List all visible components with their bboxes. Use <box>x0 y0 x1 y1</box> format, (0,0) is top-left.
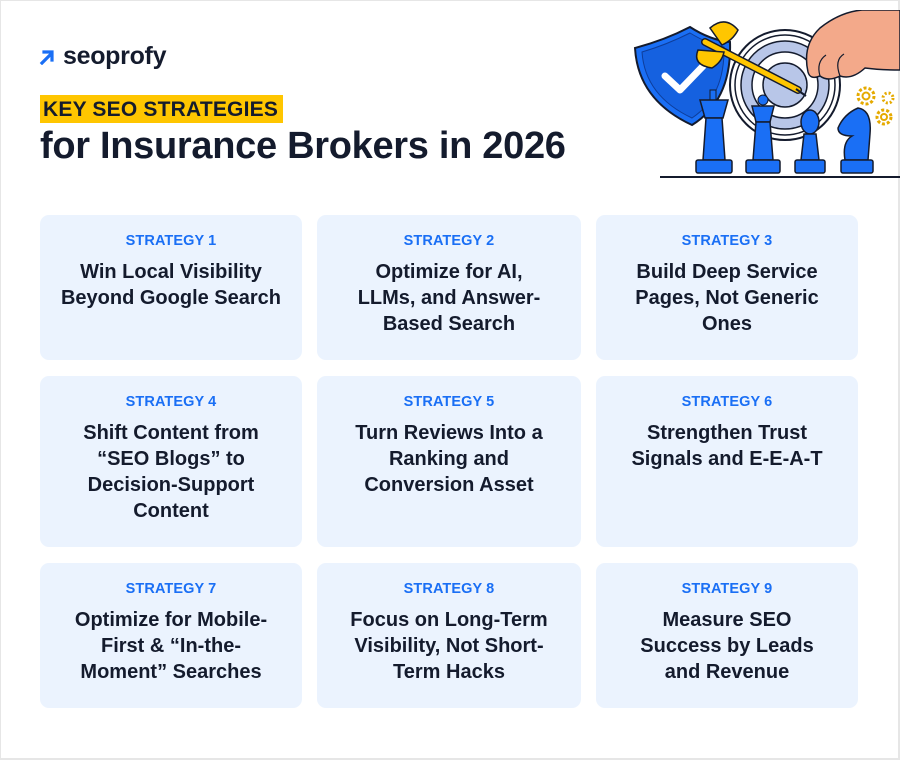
gears-icon <box>856 86 895 126</box>
strategy-title: Strengthen Trust Signals and E-E-A-T <box>631 422 823 470</box>
strategy-label: STRATEGY 7 <box>125 581 217 597</box>
strategy-title: Measure SEO Success by Leads and Revenue <box>640 609 814 683</box>
strategy-card-9: STRATEGY 9 Measure SEO Success by Leads … <box>596 563 858 708</box>
strategy-card-7: STRATEGY 7 Optimize for Mobile-First & “… <box>40 563 302 708</box>
strategy-card-6: STRATEGY 6 Strengthen Trust Signals and … <box>596 376 858 547</box>
chess-knight-icon <box>837 107 874 174</box>
page-title: for Insurance Brokers in 2026 <box>40 125 566 167</box>
brand-name: seoprofy <box>63 42 167 70</box>
strategy-card-4: STRATEGY 4 Shift Content from “SEO Blogs… <box>40 376 302 547</box>
strategy-label: STRATEGY 6 <box>681 394 773 410</box>
strategy-title: Optimize for Mobile-First & “In-the-Mome… <box>74 609 268 683</box>
strategy-label: STRATEGY 3 <box>681 233 773 249</box>
strategy-card-5: STRATEGY 5 Turn Reviews Into a Ranking a… <box>317 376 581 547</box>
strategy-title: Turn Reviews Into a Ranking and Conversi… <box>355 422 543 496</box>
dart-icon <box>695 21 807 97</box>
hand-icon <box>805 10 900 80</box>
strategy-card-8: STRATEGY 8 Focus on Long-Term Visibility… <box>317 563 581 708</box>
strategy-label: STRATEGY 1 <box>125 233 217 249</box>
chess-king-icon <box>695 89 733 174</box>
strategy-card-1: STRATEGY 1 Win Local Visibility Beyond G… <box>40 215 302 360</box>
strategy-title: Build Deep Service Pages, Not Generic On… <box>635 261 819 335</box>
strategy-title: Shift Content from “SEO Blogs” to Decisi… <box>83 422 259 522</box>
strategy-label: STRATEGY 5 <box>403 394 495 410</box>
strategy-title: Optimize for AI, LLMs, and Answer-Based … <box>357 261 541 335</box>
strategy-label: STRATEGY 4 <box>125 394 217 410</box>
strategy-label: STRATEGY 9 <box>681 581 773 597</box>
strategy-card-3: STRATEGY 3 Build Deep Service Pages, Not… <box>596 215 858 360</box>
strategy-card-2: STRATEGY 2 Optimize for AI, LLMs, and An… <box>317 215 581 360</box>
strategy-title: Focus on Long-Term Visibility, Not Short… <box>350 609 548 683</box>
strategy-illustration <box>633 10 900 178</box>
strategy-title: Win Local Visibility Beyond Google Searc… <box>60 261 282 309</box>
brand-logo: seoprofy <box>39 42 166 71</box>
strategy-label: STRATEGY 8 <box>403 581 495 597</box>
chess-queen-icon <box>745 94 781 174</box>
arrow-up-right-icon <box>39 49 54 65</box>
strategy-label: STRATEGY 2 <box>403 233 495 249</box>
strategies-grid: STRATEGY 1 Win Local Visibility Beyond G… <box>40 215 858 708</box>
header-badge: KEY SEO STRATEGIES <box>40 95 284 123</box>
chess-bishop-icon <box>794 109 826 174</box>
